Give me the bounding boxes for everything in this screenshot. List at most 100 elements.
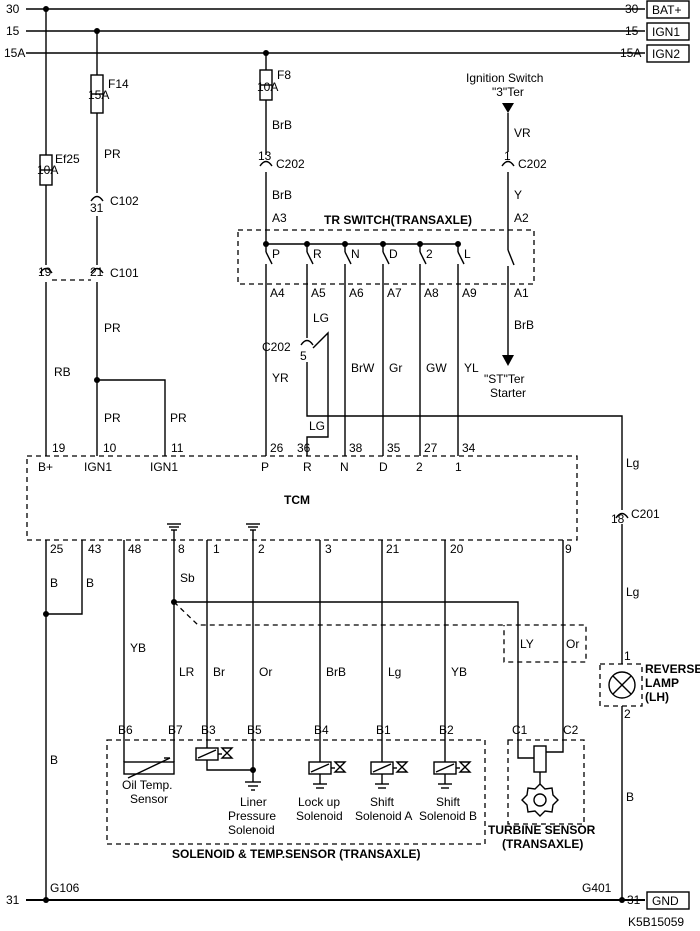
solenoid-temp-sensor-block: SOLENOID & TEMP.SENSOR (TRANSAXLE) B6 B7…	[106, 723, 486, 861]
tr-pin-a7: A7	[387, 286, 402, 300]
shift-b-label-1: Shift	[436, 795, 461, 809]
tr-pin-a6: A6	[349, 286, 364, 300]
wire-y-label: Y	[514, 188, 522, 202]
tr-pin-a1: A1	[514, 286, 529, 300]
fuse-ef25-name: Ef25	[55, 152, 80, 166]
rail-15-left-label: 15	[6, 24, 20, 38]
wire-lg-label-3: Lg	[626, 456, 639, 470]
wire-vr-label: VR	[514, 126, 531, 140]
wire-yb-label-2: YB	[451, 665, 467, 679]
lockup-label-2: Solenoid	[296, 809, 343, 823]
oil-temp-label-2: Sensor	[130, 792, 168, 806]
wire-brb-label-4: BrB	[326, 665, 346, 679]
fuse-f8-rating: 10A	[257, 80, 278, 94]
liner-label-3: Solenoid	[228, 823, 275, 837]
lamp-pin-2: 2	[624, 707, 631, 721]
tr-pos-p: P	[272, 247, 280, 261]
tcm-pin-8: 8	[178, 542, 185, 556]
rail-15a-left-label: 15A	[4, 46, 25, 60]
tcm-module: TCM 19 10 11 26 36 38 35 27 34 B+ IGN1 I…	[26, 441, 578, 556]
wire-b-label-1: B	[50, 576, 58, 590]
tcm-pin-27: 27	[424, 441, 438, 455]
wire-ign1: F14 15A PR 31 C102 21 C101 PR PR PR	[52, 31, 187, 456]
ignition-switch-column: Ignition Switch "3"Ter VR 1 C202 Y A2 A1…	[466, 71, 547, 400]
wire-b-label-2: B	[86, 576, 94, 590]
tcm-pin-35: 35	[387, 441, 401, 455]
starter-terminal: "ST"Ter	[484, 372, 525, 386]
reverse-lamp-label-3: (LH)	[645, 690, 669, 704]
tcm-label-1: 1	[455, 460, 462, 474]
rail-31: 31 31 GND	[6, 891, 690, 910]
wire-ly-label: LY	[520, 637, 534, 651]
wire-lg-label-4: Lg	[626, 585, 639, 599]
tcm-label-d: D	[379, 460, 388, 474]
c202-pin1: 1	[504, 149, 511, 163]
sol-pin-b3: B3	[201, 723, 216, 737]
ignition-switch-title: Ignition Switch	[466, 71, 543, 85]
tr-pin-a5: A5	[311, 286, 326, 300]
shift-solenoid-a-icon	[370, 761, 409, 789]
tcm-label-ign1-b: IGN1	[150, 460, 178, 474]
diagram-code: K5B15059	[628, 915, 684, 929]
rail-15a-right-label: 15A	[620, 46, 641, 60]
wire-ign2: F8 10A BrB 13 C202 BrB A3	[257, 53, 305, 243]
tr-pos-n: N	[351, 247, 360, 261]
rail-30-left-label: 30	[6, 2, 20, 16]
shift-a-label-2: Solenoid A	[355, 809, 412, 823]
wire-yl-label: YL	[464, 361, 479, 375]
wire-gw-label: GW	[426, 361, 447, 375]
oil-temp-label-1: Oil Temp.	[122, 778, 172, 792]
tcm-label-r: R	[303, 460, 312, 474]
tr-pos-l: L	[464, 247, 471, 261]
turbine-subtitle: (TRANSAXLE)	[502, 837, 583, 851]
lockup-solenoid-icon	[308, 761, 347, 789]
wire-brb-label-1: BrB	[272, 118, 292, 132]
fuse-ef25-rating: 10A	[37, 163, 58, 177]
ground-g401: G401	[582, 881, 612, 895]
wire-pr-label-4: PR	[170, 411, 187, 425]
c101-pin19: 19	[38, 265, 52, 279]
rail-30-tag: BAT+	[652, 3, 681, 17]
ignition-switch-terminal: "3"Ter	[492, 85, 524, 99]
wire-bplus: Ef25 10A 19 RB	[37, 9, 80, 456]
c202-label-1: C202	[276, 157, 305, 171]
wire-or-label-1: Or	[259, 665, 272, 679]
rail-31-left-label: 31	[6, 893, 20, 907]
sol-pin-b6: B6	[118, 723, 133, 737]
wire-br-label: Br	[213, 665, 225, 679]
wire-lg-label-2: LG	[309, 419, 325, 433]
sol-pin-b2: B2	[439, 723, 454, 737]
tcm-pin-34: 34	[462, 441, 476, 455]
tcm-title: TCM	[284, 493, 310, 507]
thermistor-icon	[123, 757, 175, 779]
tcm-pin-3: 3	[325, 542, 332, 556]
c201-label: C201	[631, 507, 660, 521]
wire-b-label-right: B	[626, 790, 634, 804]
tcm-label-bplus: B+	[38, 460, 53, 474]
tcm-pin-38: 38	[349, 441, 363, 455]
tr-pin-a8: A8	[424, 286, 439, 300]
rail-30: 30 30 BAT+	[6, 0, 690, 19]
wire-or-label-2: Or	[566, 637, 579, 651]
wire-sb-label: Sb	[180, 571, 195, 585]
wire-brw-label: BrW	[351, 361, 375, 375]
wire-yr-label: YR	[272, 371, 289, 385]
wire-rb-label: RB	[54, 365, 71, 379]
solenoid-wires: YB Sb LY Or LR Br Or BrB Lg YB	[123, 540, 587, 770]
reverse-lamp-box	[599, 663, 643, 707]
tr-pos-r: R	[313, 247, 322, 261]
fuse-f8-name: F8	[277, 68, 291, 82]
tcm-pin-26: 26	[270, 441, 284, 455]
turbine-sensor-icon	[517, 740, 564, 817]
tcm-internal-ground	[167, 523, 260, 540]
junction-dot	[43, 611, 49, 617]
reverse-lamp-label-1: REVERSE	[645, 662, 700, 676]
rail-15a: 15A 15A IGN2	[4, 44, 690, 63]
rail-15-tag: IGN1	[652, 25, 680, 39]
tr-switch-title: TR SWITCH(TRANSAXLE)	[324, 213, 472, 227]
tr-switch: TR SWITCH(TRANSAXLE) P R N D 2 L A4 A5 A…	[237, 213, 535, 300]
c101-label: C101	[110, 266, 139, 280]
tcm-label-2: 2	[416, 460, 423, 474]
tcm-pin-2: 2	[258, 542, 265, 556]
